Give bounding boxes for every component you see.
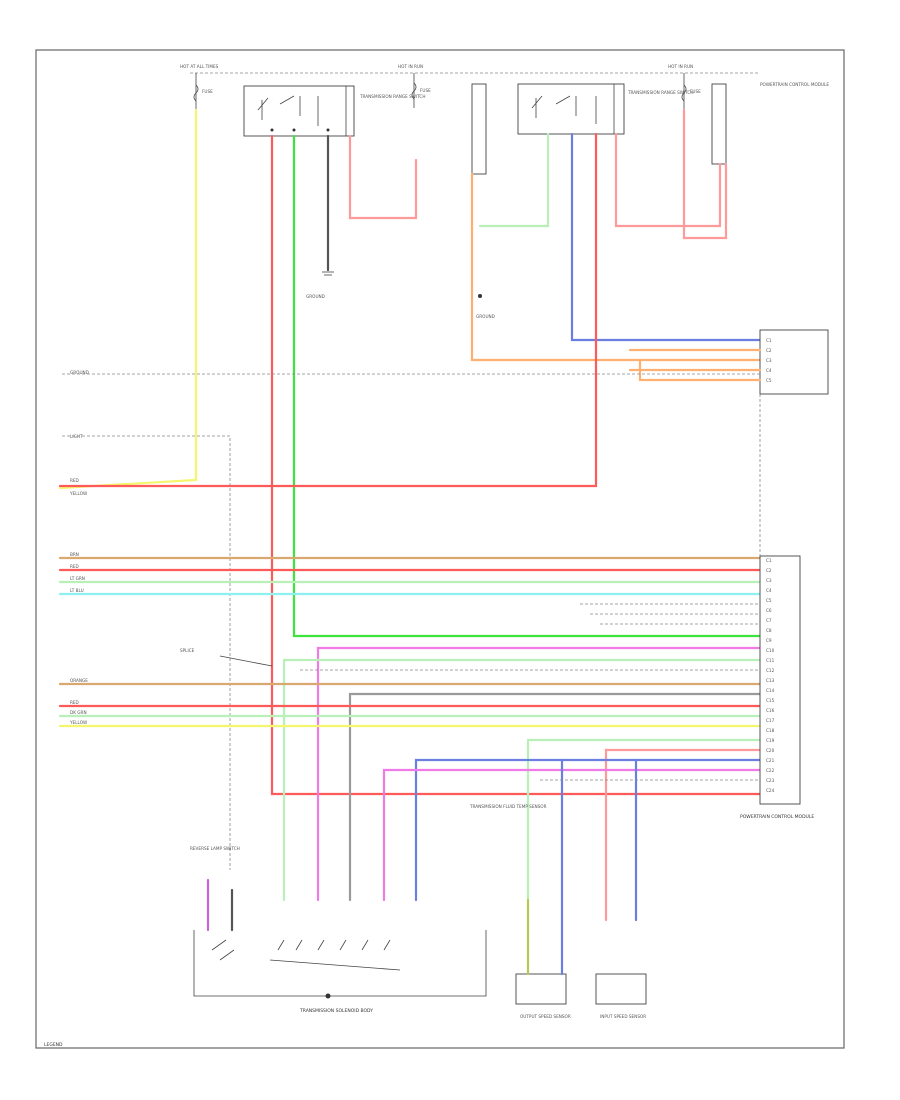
wire-blue-right (570, 132, 762, 342)
top-right-module-box (711, 83, 727, 165)
bus-light (62, 435, 231, 870)
pcm-pin-13: C13 (766, 678, 775, 683)
left-label-ground: GROUND (70, 370, 89, 375)
splice-note: SPLICE (180, 648, 195, 653)
ground-left-label: GROUND (306, 294, 325, 299)
fuse-sub-2: FUSE (420, 88, 431, 93)
footer-label: LEGEND (44, 1042, 63, 1048)
pcm-pin-2: C2 (766, 568, 772, 573)
left-label-light: LIGHT (70, 434, 83, 439)
left-label-dkgrn: DK GRN (70, 710, 87, 715)
top-pin-3: C3 (766, 358, 772, 363)
wire-red-a (270, 134, 762, 796)
switch-module-left: TRANSMISSION RANGE SWITCH (243, 85, 426, 137)
fuse-label-2: HOT IN RUN (398, 64, 423, 69)
wire-red-loop-left (348, 134, 418, 220)
ground-middle-label: GROUND (476, 314, 495, 319)
pcm-pin-19: C19 (766, 738, 775, 743)
reverse-lamp-switch: REVERSE LAMP SWITCH (190, 846, 240, 961)
pcm-pin-20: C20 (766, 748, 775, 753)
pcm-pin-23: C23 (766, 778, 775, 783)
left-label-brn: BRN (70, 552, 79, 557)
left-label-red: RED (70, 478, 79, 483)
switch-right-label: TRANSMISSION RANGE SWITCH (627, 90, 694, 95)
pcm-top-connector (759, 329, 829, 395)
wire-red-loop-right2 (682, 108, 728, 240)
pcm-pin-9: C9 (766, 638, 772, 643)
wire-pink-a (316, 646, 762, 902)
fuse-label-1: HOT AT ALL TIMES (180, 64, 219, 69)
top-pin-4: C4 (766, 368, 772, 373)
left-label-yellow: YELLOW (69, 491, 87, 496)
pcm-pin-17: C17 (766, 718, 775, 723)
left-label-red2: RED (70, 564, 79, 569)
wire-blue-b (414, 758, 762, 902)
ground-middle: GROUND (476, 294, 495, 319)
pcm-pin-3: C3 (766, 578, 772, 583)
wire-orange-right (470, 172, 762, 362)
fuse-3: FUSE (681, 73, 701, 110)
pcm-pin-16: C16 (766, 708, 775, 713)
pcm-pin-18: C18 (766, 728, 775, 733)
wire-red-d (604, 748, 762, 922)
wire-green-b (282, 658, 762, 902)
pcm-pin-6: C6 (766, 608, 772, 613)
pcm-pin-1: C1 (766, 558, 772, 563)
pcm-pin-22: C22 (766, 768, 775, 773)
splice-leader (219, 655, 273, 667)
pcm-pin-4: C4 (766, 588, 772, 593)
fuse-sub-1: FUSE (202, 89, 213, 94)
wire-red-loop-right (614, 132, 722, 228)
diagram-frame (35, 49, 845, 1049)
top-pin-1: C1 (766, 338, 772, 343)
pcm-pin-11: C11 (766, 658, 775, 663)
switch-module-right: TRANSMISSION RANGE SWITCH (517, 83, 694, 135)
left-label-ltgrn: LT GRN (70, 576, 85, 581)
top-right-module-label: POWERTRAIN CONTROL MODULE (760, 82, 829, 87)
top-pin-5: C5 (766, 378, 772, 383)
wire-green-c (526, 738, 762, 902)
output-sensor-label: OUTPUT SPEED SENSOR (520, 1014, 571, 1019)
pcm-pin-8: C8 (766, 628, 772, 633)
pcm-pin-10: C10 (766, 648, 775, 653)
wire-green-a (292, 134, 762, 638)
ground-left: GROUND (306, 271, 334, 299)
trans-solenoid-label: TRANSMISSION SOLENOID BODY (299, 1008, 373, 1014)
pcm-connector (759, 555, 801, 805)
wire-red-right (58, 132, 598, 488)
wire-pink-b (382, 768, 762, 902)
pcm-pin-24: C24 (766, 788, 775, 793)
pcm-pin-labels: C1 C2 C3 C4 C5 C6 C7 C8 C9 C10 C11 C12 C… (766, 558, 775, 793)
pcm-pin-5: C5 (766, 598, 772, 603)
output-speed-sensor: OUTPUT SPEED SENSOR (515, 898, 571, 1019)
pcm-pin-15: C15 (766, 698, 775, 703)
wire-yellow-left (58, 108, 198, 490)
fuse-2: FUSE (411, 73, 431, 108)
reverse-switch-label: REVERSE LAMP SWITCH (190, 846, 240, 851)
fuse-sub-3: FUSE (690, 89, 701, 94)
input-speed-sensor: INPUT SPEED SENSOR (595, 973, 647, 1019)
input-sensor-label: INPUT SPEED SENSOR (600, 1014, 646, 1019)
pcm-pin-21: C21 (766, 758, 775, 763)
fuse-label-3: HOT IN RUN (668, 64, 693, 69)
wire-gray-a (348, 692, 762, 902)
pcm-pin-7: C7 (766, 618, 772, 623)
left-label-red3: RED (70, 700, 79, 705)
left-relay-box (471, 83, 487, 175)
switch-left-label: TRANSMISSION RANGE SWITCH (359, 94, 426, 99)
left-label-ltblu: LT BLU (70, 588, 84, 593)
wire-orange-b (638, 358, 762, 382)
fuse-1: FUSE (193, 73, 213, 110)
pcm-pin-14: C14 (766, 688, 775, 693)
temp-sensor-label: TRANSMISSION FLUID TEMP SENSOR (469, 804, 547, 809)
left-label-orange: ORANGE (70, 678, 88, 683)
trans-solenoid-body: TRANSMISSION SOLENOID BODY (193, 930, 487, 1014)
pcm-pin-12: C12 (766, 668, 775, 673)
wire-green-right (478, 132, 550, 228)
top-pin-2: C2 (766, 348, 772, 353)
left-label-yellow2: YELLOW (69, 720, 87, 725)
pcm-label: POWERTRAIN CONTROL MODULE (740, 814, 814, 820)
